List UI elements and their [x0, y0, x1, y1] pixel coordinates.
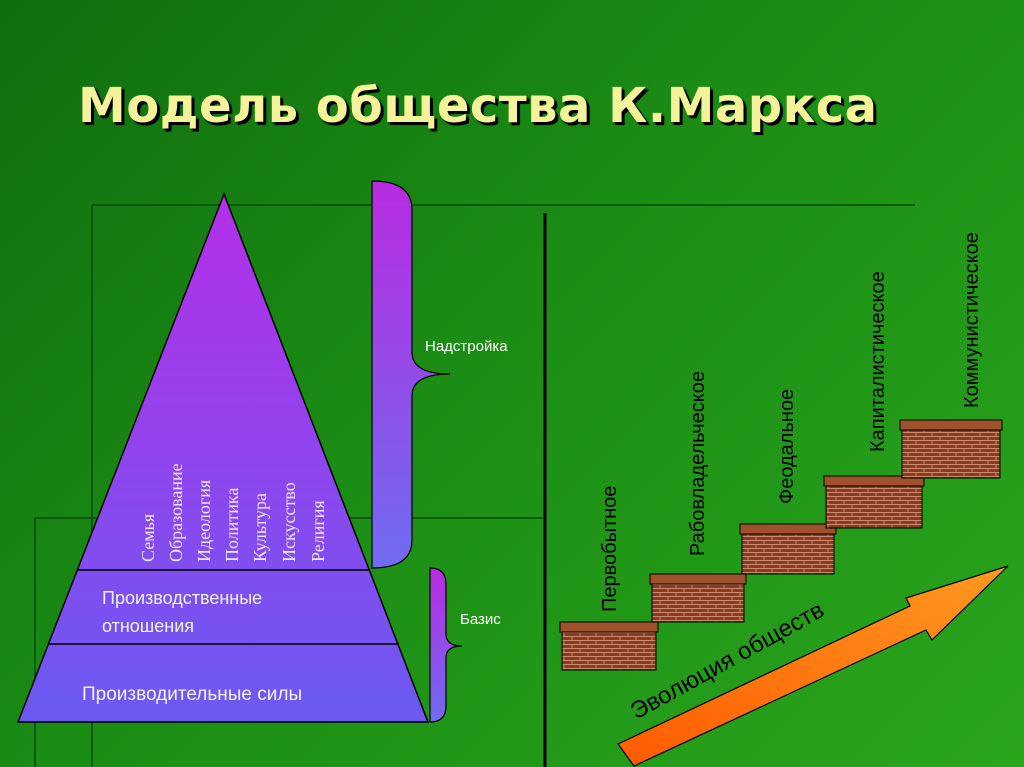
- superstructure-item: Искусство: [279, 482, 299, 562]
- productive-forces-label: Производительные силы: [82, 684, 302, 705]
- stage-capitalist-label: Капиталистическое: [867, 271, 889, 452]
- brick-step-3: [739, 523, 837, 575]
- superstructure-item: Идеология: [194, 480, 214, 562]
- superstructure-item: Религия: [308, 500, 328, 562]
- pyramid: Семья Образование Идеология Политика Кул…: [16, 191, 430, 723]
- page-title: Модель общества К.Маркса: [78, 78, 878, 134]
- pyramid-shape: [16, 191, 430, 723]
- brick-step-2: [649, 573, 747, 623]
- stage-labels: Первобытное Рабовладельческое Феодальное…: [599, 232, 983, 612]
- superstructure-item: Семья: [138, 514, 158, 562]
- brick-step-1: [559, 621, 659, 671]
- superstructure-label: Надстройка: [425, 338, 508, 355]
- production-relations-line1: Производственные: [102, 588, 262, 608]
- stage-feudal-label: Феодальное: [776, 389, 798, 504]
- stage-primitive-label: Первобытное: [599, 486, 621, 612]
- stage-communist-label: Коммунистическое: [961, 232, 983, 408]
- basis-label: Базис: [460, 611, 501, 628]
- superstructure-item: Политика: [222, 488, 242, 562]
- superstructure-item: Образование: [166, 463, 186, 562]
- brick-step-4: [823, 475, 925, 529]
- superstructure-items: Семья Образование Идеология Политика Кул…: [138, 463, 328, 562]
- production-relations-line2: отношения: [102, 616, 194, 636]
- evolution-arrow: [617, 565, 1009, 767]
- brick-steps: [559, 419, 1003, 671]
- superstructure-item: Культура: [250, 493, 270, 562]
- basis-bracket: [429, 567, 463, 723]
- superstructure-bracket: [371, 180, 451, 569]
- stage-slave-label: Рабовладельческое: [687, 371, 709, 556]
- brick-step-5: [899, 419, 1003, 479]
